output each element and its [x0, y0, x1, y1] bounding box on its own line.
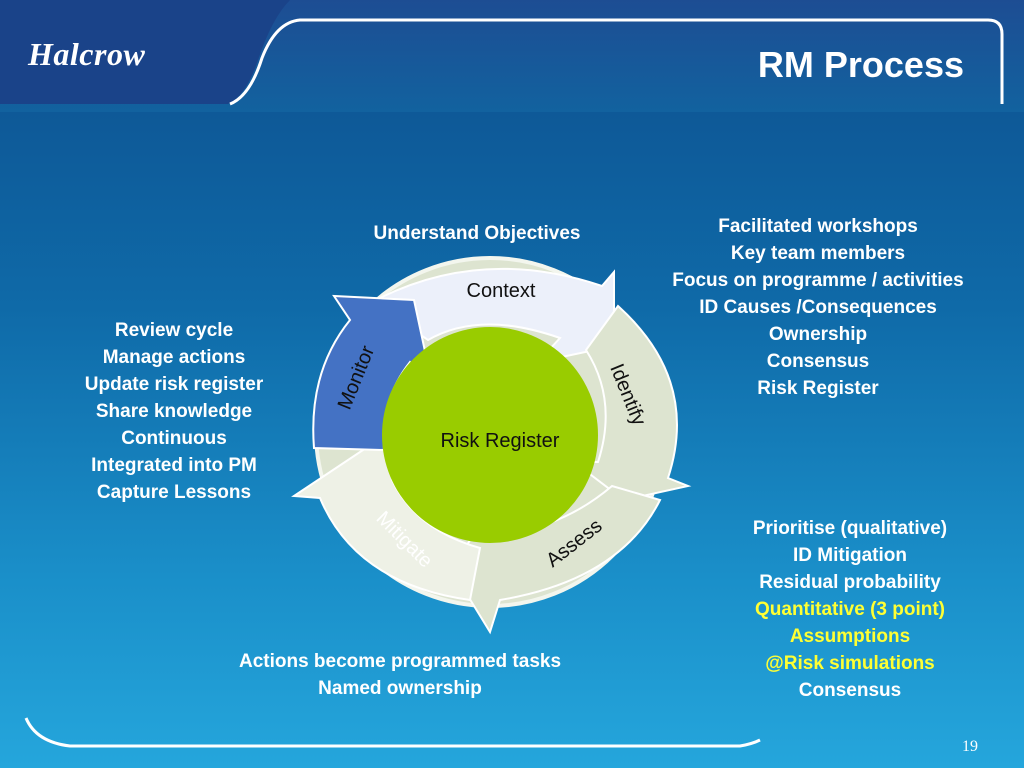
note-line: Actions become programmed tasks [238, 651, 562, 672]
note-line: Prioritise (qualitative) [752, 518, 948, 539]
assess-arrow [450, 484, 662, 635]
center-label: Risk Register [441, 430, 560, 452]
slide-title: RM Process [757, 44, 964, 85]
objectives-note: Understand Objectives [373, 223, 581, 244]
page-number: 19 [962, 738, 978, 755]
identify-notes: Facilitated workshops Key team members F… [636, 213, 1000, 402]
note-line: Risk Register [757, 378, 879, 399]
note-line: Key team members [730, 243, 906, 264]
stage-label-context: Context [467, 280, 536, 302]
note-line: Consensus [766, 351, 870, 372]
logo-panel [0, 0, 290, 104]
note-line: Integrated into PM [91, 455, 257, 476]
note-line: Share knowledge [95, 401, 253, 422]
risk-register-circle [382, 327, 598, 543]
note-line: Residual probability [759, 572, 941, 593]
header-frame-line [229, 18, 1004, 106]
company-logo: Halcrow [28, 36, 146, 72]
note-line: Ownership [768, 324, 868, 345]
note-line: Manage actions [102, 347, 246, 368]
context-arrow [370, 267, 615, 364]
note-line: Continuous [121, 428, 227, 449]
footer-frame-line [24, 717, 761, 748]
identify-arrow [571, 304, 692, 502]
note-line: Focus on programme / activities [672, 270, 964, 291]
note-line: Facilitated workshops [718, 216, 918, 237]
note-line: Consensus [798, 680, 902, 701]
mitigate-notes: Actions become programmed tasks Named ow… [190, 648, 610, 702]
note-line: Review cycle [114, 320, 234, 341]
monitor-notes: Review cycle Manage actions Update risk … [54, 317, 294, 506]
note-line-highlight: @Risk simulations [765, 653, 935, 674]
note-line: Named ownership [318, 678, 482, 699]
note-line: Capture Lessons [96, 482, 252, 503]
note-line: ID Mitigation [793, 545, 907, 566]
assess-notes: Prioritise (qualitative) ID Mitigation R… [710, 515, 990, 704]
note-line-highlight: Quantitative (3 point) [755, 599, 945, 620]
note-line: ID Causes /Consequences [699, 297, 937, 318]
mitigate-arrow [291, 442, 482, 602]
note-line: Update risk register [84, 374, 264, 395]
note-line-highlight: Assumptions [789, 626, 911, 647]
